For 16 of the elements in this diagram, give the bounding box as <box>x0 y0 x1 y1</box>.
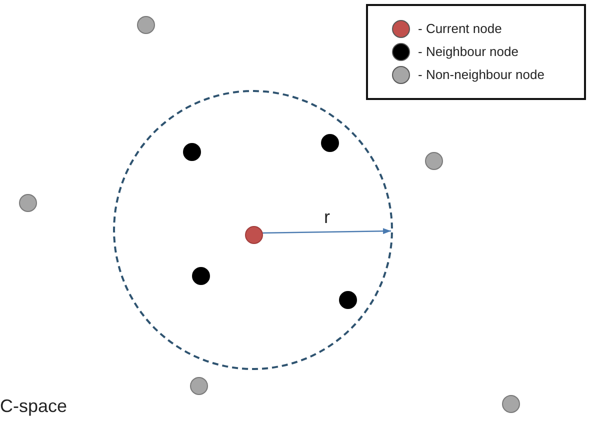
non-neighbour-node <box>425 152 443 170</box>
non-neighbour-node <box>190 377 208 395</box>
space-label: C-space <box>0 396 68 417</box>
neighbour-node <box>321 134 339 152</box>
non-neighbour-node <box>137 16 155 34</box>
legend-text: - Current node <box>418 20 502 38</box>
current-node <box>245 226 263 244</box>
neighbour-node <box>192 267 210 285</box>
non-neighbour-node <box>502 395 520 413</box>
arrow <box>260 228 392 234</box>
neighbour-node <box>183 143 201 161</box>
legend-text: - Non-neighbour node <box>418 66 544 84</box>
neighbour-node <box>339 291 357 309</box>
legend-text: - Neighbour node <box>418 43 518 61</box>
edge-label: r <box>324 207 330 228</box>
non-neighbour-node <box>19 194 37 212</box>
